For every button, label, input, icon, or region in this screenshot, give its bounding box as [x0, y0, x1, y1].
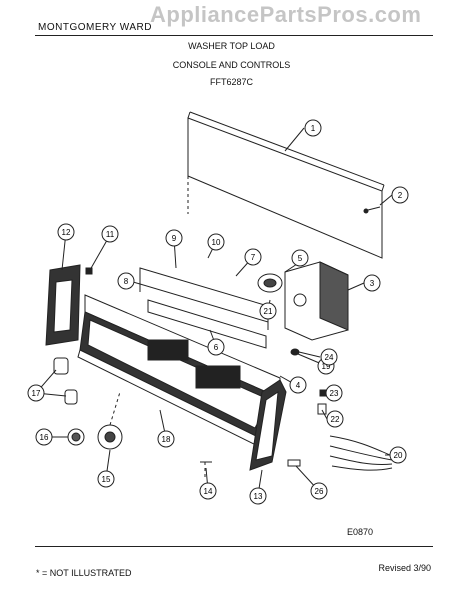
part-console-panel [77, 294, 281, 447]
callout-17: 17 [27, 384, 45, 402]
callout-label-13: 13 [254, 492, 263, 501]
header-rule [35, 35, 433, 36]
callout-10: 10 [207, 233, 225, 251]
callout-label-2: 2 [398, 191, 403, 200]
callout-21: 21 [259, 302, 277, 320]
callout-label-6: 6 [214, 343, 219, 352]
callout-label-1: 1 [311, 124, 316, 133]
callout-6: 6 [207, 338, 225, 356]
part-console-frame [139, 267, 269, 349]
callout-label-20: 20 [394, 451, 403, 460]
callout-label-14: 14 [204, 487, 213, 496]
callout-label-3: 3 [370, 279, 375, 288]
callout-5: 5 [291, 249, 309, 267]
part-clip [85, 267, 93, 275]
part-tab [287, 459, 301, 467]
callout-13: 13 [249, 487, 267, 505]
callout-20: 20 [389, 446, 407, 464]
callout-label-5: 5 [298, 254, 303, 263]
part-wire-harness [329, 435, 393, 471]
part-switch [257, 273, 283, 293]
part-selector-knob [67, 428, 85, 446]
callout-24: 24 [320, 348, 338, 366]
callout-22: 22 [326, 410, 344, 428]
callout-label-9: 9 [172, 234, 177, 243]
footer-rule [35, 546, 433, 547]
callout-labels: 1 2 3 4 5 6 7 8 9 10 11 12 13 14 15 16 1… [27, 119, 409, 505]
part-rotary-switch [97, 424, 123, 450]
part-knob [53, 357, 78, 405]
callout-7: 7 [244, 248, 262, 266]
part-timer [284, 261, 349, 341]
callout-label-8: 8 [124, 277, 129, 286]
callout-1: 1 [304, 119, 322, 137]
callout-label-15: 15 [102, 475, 111, 484]
callout-label-26: 26 [315, 487, 324, 496]
callout-label-7: 7 [251, 253, 256, 262]
callout-12: 12 [57, 223, 75, 241]
callout-label-23: 23 [330, 389, 339, 398]
part-grommet [290, 348, 300, 356]
callout-2: 2 [391, 186, 409, 204]
callout-8: 8 [117, 272, 135, 290]
callout-label-18: 18 [162, 435, 171, 444]
callout-16: 16 [35, 428, 53, 446]
callout-label-21: 21 [264, 307, 273, 316]
revision-date: Revised 3/90 [378, 563, 431, 573]
model-number: FFT6287C [209, 77, 253, 87]
part-screw [363, 206, 381, 214]
diagram-section: CONSOLE AND CONTROLS [172, 60, 291, 70]
callout-3: 3 [363, 274, 381, 292]
callout-23: 23 [325, 384, 343, 402]
callout-label-17: 17 [32, 389, 41, 398]
callout-label-16: 16 [40, 433, 49, 442]
callout-label-22: 22 [331, 415, 340, 424]
callout-label-24: 24 [325, 353, 334, 362]
brand-name: MONTGOMERY WARD [38, 22, 152, 33]
callout-15: 15 [97, 470, 115, 488]
part-left-end-cap [45, 264, 81, 346]
callout-26: 26 [310, 482, 328, 500]
callout-label-4: 4 [296, 381, 301, 390]
part-right-end-cap [249, 379, 287, 471]
callout-label-12: 12 [62, 228, 71, 237]
callout-4: 4 [289, 376, 307, 394]
footer-note: * = NOT ILLUSTRATED [36, 568, 132, 578]
callout-11: 11 [101, 225, 119, 243]
callout-label-10: 10 [212, 238, 221, 247]
callout-9: 9 [165, 229, 183, 247]
diagram-code: E0870 [347, 527, 374, 537]
callout-18: 18 [157, 430, 175, 448]
callout-label-19: 19 [322, 362, 331, 371]
watermark: AppliancePartsPros.com [150, 2, 422, 27]
callout-14: 14 [199, 482, 217, 500]
callout-label-11: 11 [106, 230, 115, 239]
diagram-title: WASHER TOP LOAD [188, 41, 275, 51]
